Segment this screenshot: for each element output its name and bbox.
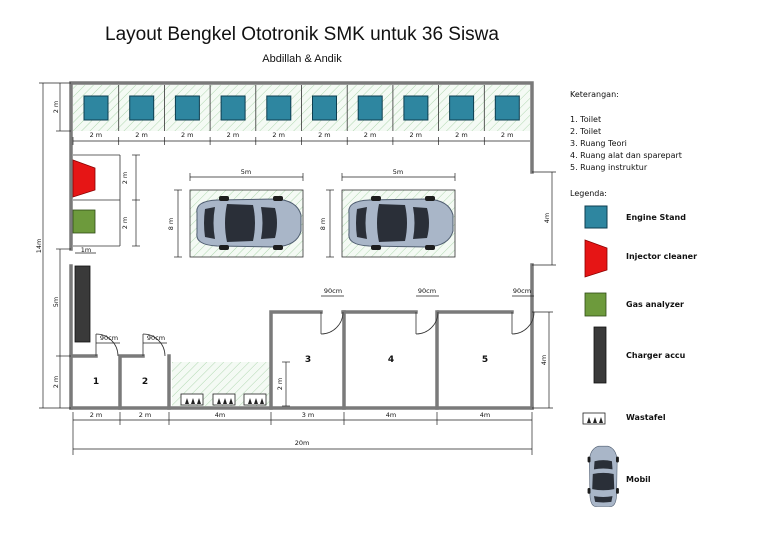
dim-injector-height: 2 m: [121, 172, 129, 185]
injector-bay: 2 m 2 m 1m: [72, 154, 140, 254]
legend-engine-stand: Engine Stand: [626, 213, 686, 222]
engine-stand-icon: [174, 95, 200, 121]
dim-bottom-toilet-2: 2 m: [139, 411, 152, 419]
dim-stand-width: 2 m: [364, 131, 377, 139]
engine-stand-icon: [584, 205, 608, 229]
legend-charger: Charger accu: [626, 351, 686, 360]
room-3-label: 3: [305, 355, 311, 365]
door-dimensions: 90cm 90cm 90cm 90cm 90cm: [96, 287, 534, 344]
dim-door-2: 90cm: [147, 334, 165, 342]
room-1-label: 1: [93, 377, 99, 387]
dim-stand-depth: 2 m: [52, 101, 60, 114]
dim-door-4: 90cm: [418, 287, 436, 295]
dim-bottom-room-4: 4m: [386, 411, 396, 419]
left-dimensions: 14m 2 m 5m 2 m: [35, 82, 71, 409]
keterangan-item-3: 3. Ruang Teori: [570, 139, 627, 148]
dim-total-width: 20m: [295, 439, 310, 447]
wastafel-icon: [243, 393, 267, 406]
mobil-icon: [587, 445, 620, 507]
gas-analyzer-icon: [72, 209, 96, 234]
car-icon: [196, 195, 302, 251]
legenda-heading: Legenda:: [570, 189, 607, 198]
dim-door-5: 90cm: [513, 287, 531, 295]
room-5-label: 5: [482, 355, 488, 365]
dim-room-right: 4m: [540, 355, 548, 365]
car-icon: [348, 195, 454, 251]
dim-left-total: 14m: [35, 239, 43, 254]
dim-car2-width: 5m: [393, 168, 403, 176]
dim-car2-depth: 8 m: [319, 218, 327, 231]
legend-gas: Gas analyzer: [626, 300, 684, 309]
bottom-dimensions: 2 m 2 m 4m 3 m 4m 4m 20m: [72, 411, 533, 455]
dim-stand-width: 2 m: [455, 131, 468, 139]
stand-width-dimensions: 2 m 2 m 2 m 2 m 2 m 2 m 2 m 2 m 2 m 2 m: [72, 131, 530, 145]
wastafel-icon: [180, 393, 204, 406]
dim-door-3: 90cm: [324, 287, 342, 295]
wastafel-area: 2 m: [180, 361, 290, 407]
room-2-label: 2: [142, 377, 148, 387]
dim-wash-height: 2 m: [276, 378, 284, 391]
keterangan-list: Keterangan: 1. Toilet 2. Toilet 3. Ruang…: [570, 90, 682, 172]
legend-wastafel: Wastafel: [626, 413, 666, 422]
engine-stand-row: [83, 85, 520, 131]
engine-stand-icon: [403, 95, 429, 121]
door-swings: [95, 311, 535, 357]
dim-stand-width: 2 m: [227, 131, 240, 139]
dim-bottom-toilet-1: 2 m: [90, 411, 103, 419]
car-bay-1: 5m 8 m: [167, 168, 304, 258]
authors: Abdillah & Andik: [262, 53, 342, 65]
dim-bottom-wastafel: 4m: [215, 411, 225, 419]
injector-cleaner-icon: [584, 239, 608, 278]
dim-door-1: 90cm: [100, 334, 118, 342]
legenda: Legenda: Engine Stand Injector cleaner G…: [570, 189, 697, 507]
wastafel-icon: [582, 412, 606, 425]
keterangan-item-1: 1. Toilet: [570, 115, 601, 124]
dim-bottom-room-3: 3 m: [302, 411, 315, 419]
dim-gas-small: 1m: [81, 246, 91, 254]
engine-stand-icon: [83, 95, 109, 121]
dim-right-gap: 4m: [543, 213, 551, 223]
legend-mobil: Mobil: [626, 475, 651, 484]
dim-stand-width: 2 m: [409, 131, 422, 139]
room-4-label: 4: [388, 355, 394, 365]
engine-stand-icon: [266, 95, 292, 121]
dim-stand-width: 2 m: [318, 131, 331, 139]
keterangan-item-2: 2. Toilet: [570, 127, 601, 136]
keterangan-item-5: 5. Ruang instruktur: [570, 163, 648, 172]
car-bay-2: 5m 8 m: [319, 168, 456, 258]
engine-stand-icon: [220, 95, 246, 121]
dim-stand-width: 2 m: [90, 131, 103, 139]
dim-car1-depth: 8 m: [167, 218, 175, 231]
dim-car1-width: 5m: [241, 168, 251, 176]
engine-stand-icon: [312, 95, 337, 121]
injector-cleaner-icon: [72, 159, 96, 198]
walls: [69, 81, 534, 410]
dim-stand-width: 2 m: [272, 131, 285, 139]
engine-stand-icon: [449, 95, 475, 121]
legend-injector: Injector cleaner: [626, 252, 697, 261]
engine-stand-icon: [494, 95, 520, 121]
keterangan-item-4: 4. Ruang alat dan sparepart: [570, 151, 682, 160]
gas-analyzer-icon: [584, 292, 607, 317]
charger-accu-icon: [74, 265, 91, 343]
page-title: Layout Bengkel Ototronik SMK untuk 36 Si…: [105, 24, 499, 45]
charger-accu-icon: [593, 326, 607, 384]
wastafel-icon: [212, 393, 236, 406]
engine-stand-icon: [129, 95, 155, 121]
dim-left-mid: 5m: [52, 297, 60, 307]
dim-stand-width: 2 m: [501, 131, 514, 139]
right-dimensions: 4m 4m: [532, 171, 556, 409]
engine-stand-icon: [357, 95, 383, 121]
keterangan-heading: Keterangan:: [570, 90, 619, 99]
dim-bottom-room-5: 4m: [480, 411, 490, 419]
dim-left-bottom: 2 m: [52, 376, 60, 389]
dim-stand-width: 2 m: [135, 131, 148, 139]
dim-gas-height: 2 m: [121, 217, 129, 230]
dim-stand-width: 2 m: [181, 131, 194, 139]
